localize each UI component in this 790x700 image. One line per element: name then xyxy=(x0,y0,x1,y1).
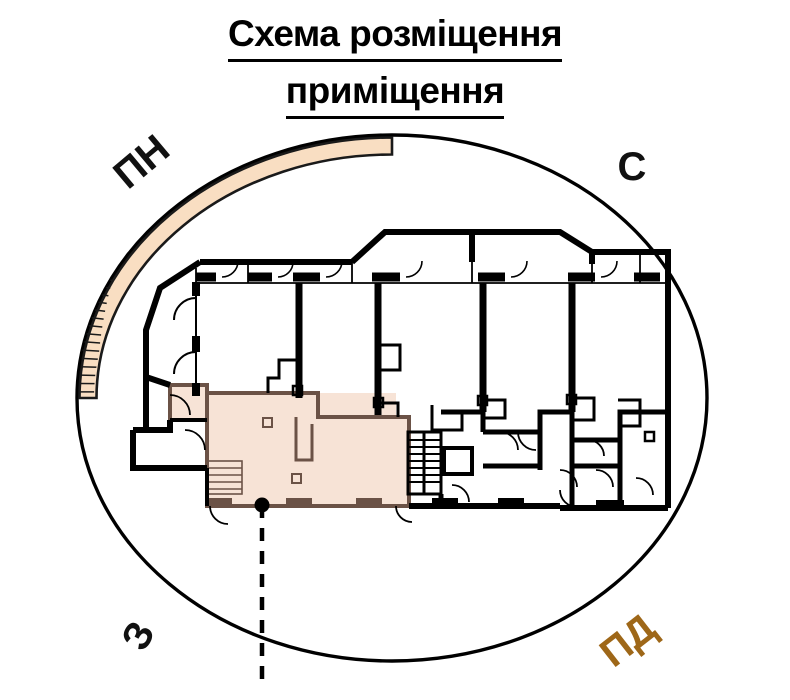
compass-label-north: С xyxy=(618,145,647,189)
building-floor-plan xyxy=(130,229,671,525)
unit-location-marker xyxy=(254,497,270,682)
compass-label-northwest: ПН xyxy=(105,127,177,198)
hatched-boundary-band xyxy=(78,135,394,400)
compass-label-west: З xyxy=(113,615,164,658)
compass-label-southeast: ПД xyxy=(592,606,664,676)
stairwell-core xyxy=(406,430,474,496)
site-boundary-ellipse xyxy=(75,133,709,663)
